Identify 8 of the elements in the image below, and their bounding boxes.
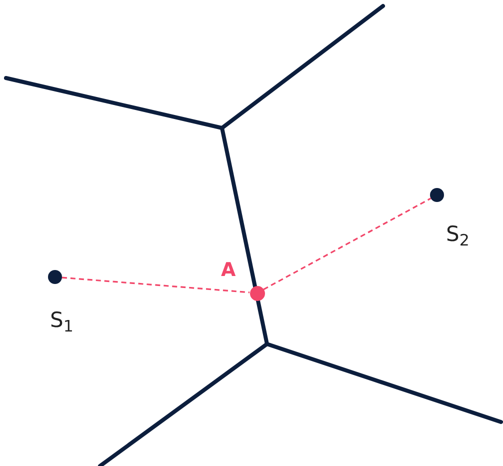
dashed-line — [263, 198, 432, 290]
point-dot — [430, 188, 444, 202]
dashed-line — [62, 276, 250, 294]
point-label: S$_{1}$ — [50, 310, 74, 334]
point-dot — [48, 270, 62, 284]
point-label: S$_{2}$ — [446, 224, 470, 248]
point-dot — [250, 286, 264, 300]
point-label: A — [221, 261, 236, 280]
